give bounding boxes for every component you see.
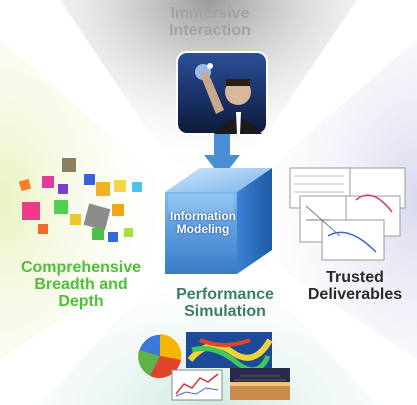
- simulation-results-images: [137, 332, 290, 401]
- immersive-interaction-label: Immersive Interaction: [169, 5, 251, 39]
- quadrant-bottom: [40, 220, 377, 405]
- information-modeling-cube: [165, 168, 272, 274]
- engineering-drawing-sheets: [289, 167, 406, 261]
- quadrant-left: [0, 40, 208, 360]
- arrow-down-icon: [204, 134, 240, 178]
- comprehensive-breadth-depth-label: Comprehensive Breadth and Depth: [20, 259, 142, 310]
- trusted-deliverables-label: Trusted Deliverables: [307, 269, 403, 303]
- information-modeling-label: Information Modeling: [170, 209, 236, 236]
- performance-simulation-label: Performance Simulation: [176, 286, 274, 320]
- scattered-colored-blocks: [18, 158, 142, 242]
- person-touching-screen-photo: [176, 51, 268, 135]
